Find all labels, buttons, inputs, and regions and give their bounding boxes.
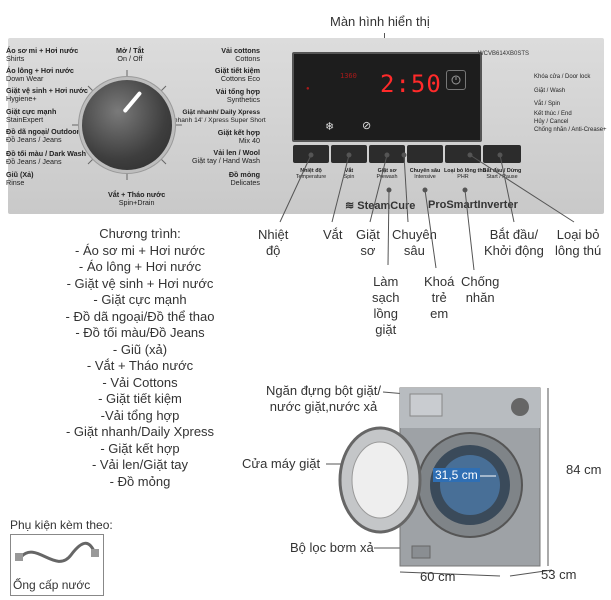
anti-crease-icon: ⊘	[362, 120, 372, 132]
program-item: - Giặt cực mạnh	[93, 292, 187, 307]
label-door: Cửa máy giặt	[242, 456, 321, 471]
program-dial[interactable]	[82, 80, 172, 170]
side-end: Kết thúc / End	[534, 111, 572, 117]
model-code: WCVB614XB0STS	[478, 51, 530, 57]
display-label: Màn hình hiển thị	[330, 14, 430, 29]
program-item: - Đồ dã ngoại/Đồ thể thao	[65, 308, 215, 324]
accessory-item: Ống cấp nước	[13, 578, 91, 592]
program-item: - Giặt kết hợp	[100, 440, 180, 456]
dial-ticks	[72, 70, 182, 180]
program-item: - Đồ tối màu/Đồ Jeans	[75, 325, 205, 340]
program-item: - Vải len/Giặt tay	[91, 457, 189, 472]
annotation-temperature: Nhiệt độ	[258, 227, 289, 258]
program-item: - Đồ mỏng	[109, 473, 171, 489]
program-list: Chương trình: - Áo sơ mi + Hơi nước - Áo…	[40, 226, 240, 490]
annotation-prewash: Giặt sơ	[356, 227, 380, 258]
height-label: 84 cm	[566, 462, 602, 477]
program-item: -Vải tổng hợp	[100, 407, 180, 423]
display-screen	[292, 52, 482, 142]
program-item: - Giặt tiết kiệm	[98, 391, 182, 406]
dial-label-rinse: Giũ (Xả)Rinse	[6, 170, 34, 188]
program-item: - Vải Cottons	[102, 374, 178, 390]
side-spin: Vắt / Spin	[534, 101, 561, 107]
width-dimension	[399, 571, 501, 577]
clock-icon	[446, 70, 466, 90]
annotation-spin: Vắt	[323, 227, 343, 242]
depth-dimension	[509, 569, 553, 577]
intensive-button[interactable]	[407, 145, 443, 163]
program-item: - Áo lông + Hơi nước	[78, 259, 202, 274]
display-small-value: 1360	[340, 72, 357, 80]
program-item: - Áo sơ mi + Hơi nước	[75, 242, 205, 258]
door-glass	[351, 441, 409, 519]
program-item: - Giặt vệ sinh + Hơi nước	[66, 275, 214, 291]
washer-knob	[511, 398, 529, 416]
inverter-logo: ProSmartInverter	[428, 199, 518, 211]
side-wash: Giặt / Wash	[534, 88, 566, 94]
program-item: - Giặt nhanh/Daily Xpress	[65, 424, 215, 439]
water-hose-icon	[15, 541, 99, 563]
annotation-pet-hair: Loại bỏ lông thú	[555, 227, 602, 258]
pump-filter	[411, 545, 431, 559]
depth-label: 53 cm	[541, 567, 577, 582]
detergent-drawer	[409, 393, 443, 417]
annotation-drum-clean: Làm sạch lồng giặt	[372, 274, 400, 337]
program-list-title: Chương trình:	[99, 226, 181, 241]
label-detergent-drawer: Ngăn đựng bột giặt/ nước giặt,nước xả	[266, 383, 381, 414]
accessory-box: Ống cấp nước	[10, 534, 104, 596]
side-cancel: Hủy / Cancel	[534, 119, 569, 125]
accessory-title: Phụ kiện kèm theo:	[10, 518, 113, 532]
pet-hair-button[interactable]	[445, 145, 481, 163]
annotation-start: Bắt đầu/ Khởi động	[484, 227, 544, 258]
steamcure-logo: ≋ SteamCure	[345, 200, 416, 212]
program-item: - Giũ (xả)	[112, 341, 168, 357]
drum-clean-icon: ❄	[325, 121, 335, 133]
display-time: 2:50	[380, 70, 442, 98]
side-anti-crease: Chống nhăn / Anti-Crease+	[534, 127, 607, 133]
label-pump-filter: Bộ lọc bơm xả	[290, 540, 374, 555]
width-label: 60 cm	[420, 569, 456, 584]
annotation-anti-crease: Chống nhăn	[461, 274, 500, 305]
door-size-label: 31,5 cm	[433, 468, 480, 482]
display-small-mark: ●	[306, 86, 310, 92]
side-door-lock: Khóa cửa / Door lock	[534, 74, 591, 80]
program-item: - Vắt + Tháo nước	[86, 358, 194, 373]
annotation-intensive: Chuyên sâu	[392, 227, 437, 258]
annotation-child-lock: Khoá trẻ em	[424, 274, 455, 321]
